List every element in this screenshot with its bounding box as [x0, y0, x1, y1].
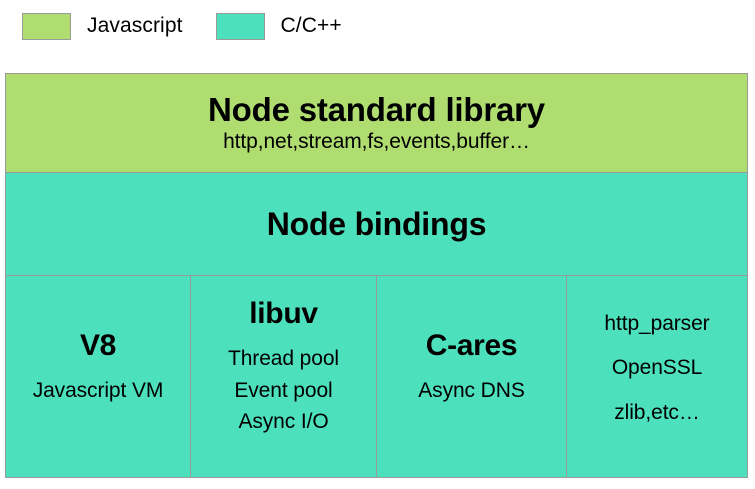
layer-subtitle-standard-library: http,net,stream,fs,events,buffer… — [223, 129, 530, 153]
component-line-v8-0: Javascript VM — [32, 378, 164, 402]
layer-title-node-bindings: Node bindings — [266, 205, 487, 242]
component-title-c-ares: C-ares — [425, 328, 518, 362]
component-libuv: libuv Thread pool Event pool Async I/O — [191, 276, 377, 477]
legend-label-c-cpp: C/C++ — [280, 14, 342, 37]
component-v8: V8 Javascript VM — [6, 276, 191, 477]
layer-native-components: V8 Javascript VM libuv Thread pool Event… — [6, 276, 747, 477]
legend-entry-javascript: Javascript — [22, 12, 183, 40]
component-line-misc-0: http_parser — [604, 312, 710, 336]
legend-label-javascript: Javascript — [87, 14, 183, 37]
component-title-v8: V8 — [79, 328, 117, 362]
component-line-libuv-1: Event pool — [234, 378, 333, 402]
layer-node-bindings: Node bindings — [6, 173, 747, 276]
component-c-ares: C-ares Async DNS — [377, 276, 567, 477]
legend: Javascript C/C++ — [0, 0, 755, 52]
component-line-misc-1: OpenSSL — [611, 356, 703, 380]
legend-entry-c-cpp: C/C++ — [215, 12, 342, 40]
legend-swatch-javascript — [22, 12, 71, 40]
node-architecture-stack: Node standard library http,net,stream,fs… — [5, 73, 748, 478]
component-line-libuv-0: Thread pool — [228, 347, 339, 371]
component-title-libuv: libuv — [249, 297, 318, 331]
legend-swatch-c-cpp — [215, 12, 265, 40]
component-line-libuv-2: Async I/O — [238, 410, 329, 434]
component-line-misc-2: zlib,etc… — [614, 400, 700, 424]
layer-node-standard-library: Node standard library http,net,stream,fs… — [6, 74, 747, 173]
layer-title-standard-library: Node standard library — [208, 90, 545, 128]
component-misc-libraries: http_parser OpenSSL zlib,etc… — [567, 276, 747, 477]
component-line-c-ares-0: Async DNS — [418, 378, 525, 402]
